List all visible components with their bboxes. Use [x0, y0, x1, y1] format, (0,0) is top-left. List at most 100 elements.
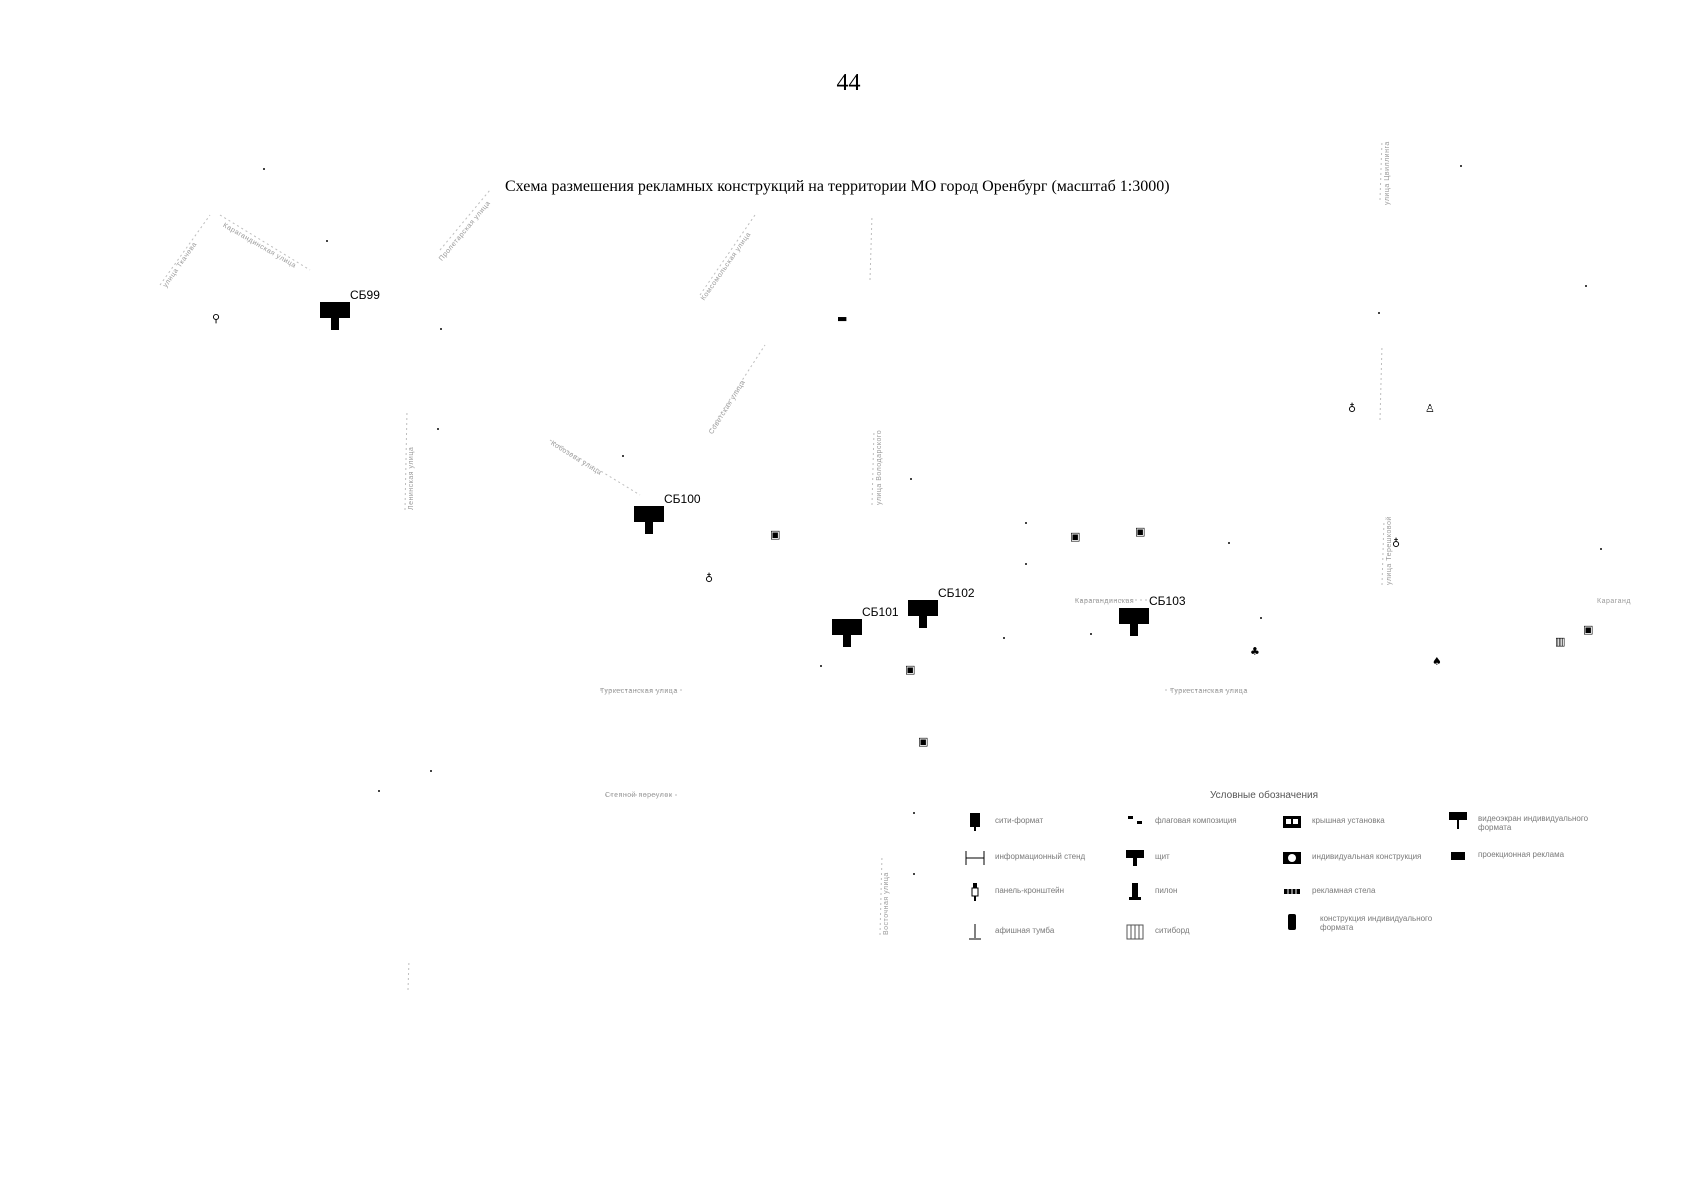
ad-marker-icon: ♙ [1425, 402, 1435, 415]
ad-marker-icon: ▣ [905, 663, 916, 676]
video-screen-icon [1449, 812, 1467, 829]
ad-marker-icon: ♁ [1392, 537, 1401, 550]
legend-item: панель-кронштейн [965, 882, 1120, 904]
legend-item: афишная тумба [965, 922, 1120, 944]
legend-label: индивидуальная конструкция [1312, 852, 1422, 861]
billboard-icon [1126, 850, 1144, 866]
street-label: Восточная улица [883, 872, 890, 935]
legend-item: щит [1125, 848, 1280, 870]
billboard-icon [634, 506, 664, 522]
ad-marker-icon: ♣ [1250, 645, 1260, 658]
info-stand-icon [965, 851, 985, 865]
ad-marker-icon: ♁ [1348, 402, 1357, 415]
advertising-stele-icon [1284, 889, 1300, 894]
legend-label: рекламная стела [1312, 886, 1376, 895]
city-format-icon [970, 813, 980, 831]
map-point [430, 770, 432, 772]
billboard-icon [320, 302, 350, 318]
billboard-icon [908, 600, 938, 616]
billboard-post [1130, 622, 1138, 636]
map-title: Схема размешения рекламных конструкций н… [505, 178, 1170, 195]
ad-marker-icon: ▣ [1135, 525, 1146, 538]
street-label: Туркестанская улица [1170, 688, 1248, 695]
ad-marker-icon: ▥ [1555, 635, 1566, 648]
legend-item: ситиборд [1125, 922, 1280, 944]
individual-construction-icon [1283, 852, 1301, 864]
ad-marker-icon: ▣ [1070, 530, 1081, 543]
ad-marker-icon: ▣ [770, 528, 781, 541]
ad-marker-icon: ▣ [918, 735, 929, 748]
bracket-panel-icon [971, 883, 979, 901]
legend-item: рекламная стела [1282, 882, 1437, 904]
billboard-post [645, 520, 653, 534]
billboard-icon [832, 619, 862, 635]
legend-label: проекционная реклама [1478, 850, 1565, 859]
legend-item: информационный стенд [965, 848, 1120, 870]
map-point [1585, 285, 1587, 287]
legend-item: конструкция индивидуального формата [1282, 912, 1437, 952]
poster-column-icon [969, 924, 981, 940]
legend-item: проекционная реклама [1448, 846, 1603, 868]
map-point [622, 455, 624, 457]
map-point [1025, 563, 1027, 565]
legend-item: флаговая композиция [1125, 812, 1280, 834]
street-label: улица Терешковой [1386, 516, 1393, 585]
legend-label: крышная установка [1312, 816, 1385, 825]
cityboard-icon [1126, 924, 1144, 940]
street-label: Караганд [1597, 598, 1631, 605]
legend-label: ситиборд [1155, 926, 1190, 935]
legend-label: видеоэкран индивидуального формата [1478, 814, 1589, 832]
legend-label: информационный стенд [995, 852, 1086, 861]
map-point [1090, 633, 1092, 635]
map-point [913, 873, 915, 875]
roof-installation-icon [1283, 816, 1301, 828]
map-point [1260, 617, 1262, 619]
street-label: Карагандинская [1075, 598, 1135, 605]
billboard-label: СБ100 [664, 492, 701, 506]
billboard-icon [1119, 608, 1149, 624]
map-point [820, 665, 822, 667]
legend-item: крышная установка [1282, 812, 1437, 834]
legend-label: пилон [1155, 886, 1178, 895]
street-label: Ленинская улица [408, 446, 415, 510]
legend-label: панель-кронштейн [995, 886, 1065, 895]
map-point [1600, 548, 1602, 550]
ad-marker-icon: ♠ [1432, 655, 1442, 668]
billboard-post [843, 633, 851, 647]
legend-item: пилон [1125, 882, 1280, 904]
map-point [440, 328, 442, 330]
legend-label: конструкция индивидуального формата [1320, 914, 1433, 932]
projection-ad-icon [1451, 852, 1465, 860]
legend-item: индивидуальная конструкция [1282, 848, 1437, 870]
street-label: улица Цвиллинга [1384, 141, 1391, 205]
billboard-label: СБ102 [938, 586, 975, 600]
legend-item: видеоэкран индивидуального формата [1448, 810, 1603, 832]
billboard-label: СБ103 [1149, 594, 1186, 608]
map-point [913, 812, 915, 814]
legend-title: Условные обозначения [1210, 790, 1319, 801]
map-point [326, 240, 328, 242]
pylon-icon [1129, 883, 1141, 900]
billboard-post [919, 614, 927, 628]
ad-marker-icon: ⚲ [212, 312, 221, 325]
ad-marker-icon: ▬ [837, 312, 848, 325]
legend-label: флаговая композиция [1155, 816, 1237, 825]
map-point [437, 428, 439, 430]
billboard-label: СБ101 [862, 605, 899, 619]
map-point [378, 790, 380, 792]
flag-composition-icon [1128, 816, 1142, 824]
map-point [1025, 522, 1027, 524]
map-point [263, 168, 265, 170]
map-point [1378, 312, 1380, 314]
legend-label: афишная тумба [995, 926, 1055, 935]
billboard-post [331, 316, 339, 330]
map-point [1003, 637, 1005, 639]
legend-item: сити-формат [965, 812, 1120, 834]
billboard-label: СБ99 [350, 288, 380, 302]
street-label: Степной переулок [605, 792, 673, 799]
street-label: улица Володарского [876, 429, 883, 505]
map-point [910, 478, 912, 480]
legend-label: щит [1155, 852, 1170, 861]
map-point [1460, 165, 1462, 167]
